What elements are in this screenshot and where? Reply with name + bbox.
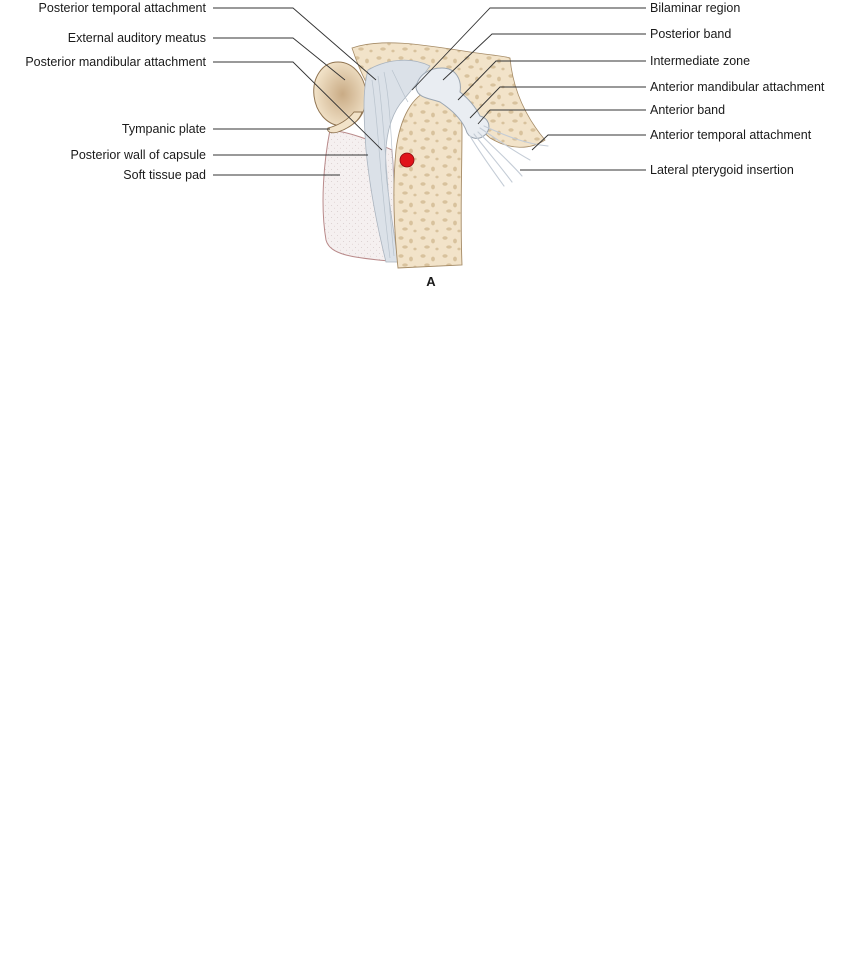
label-posterior-mandibular-attachment: Posterior mandibular attachment <box>25 55 206 69</box>
label-anterior-band: Anterior band <box>650 103 726 117</box>
label-posterior-band: Posterior band <box>650 27 732 41</box>
leader-lines-left <box>213 7 383 176</box>
label-soft-tissue-pad: Soft tissue pad <box>123 168 206 182</box>
leader-lines-right <box>411 7 646 171</box>
label-bilaminar-region: Bilaminar region <box>650 1 741 15</box>
tmj-illustration <box>213 7 646 269</box>
label-lateral-pterygoid-insertion: Lateral pterygoid insertion <box>650 163 794 177</box>
capsule-shape <box>363 59 431 263</box>
articular-disc-shape <box>415 67 490 139</box>
mandibular-condyle-shape <box>393 88 463 269</box>
label-anterior-mandibular-attachment: Anterior mandibular attachment <box>650 80 825 94</box>
label-posterior-temporal-attachment: Posterior temporal attachment <box>38 1 206 15</box>
label-intermediate-zone: Intermediate zone <box>650 54 751 68</box>
label-anterior-temporal-attachment: Anterior temporal attachment <box>650 128 812 142</box>
label-tympanic-plate: Tympanic plate <box>121 122 206 136</box>
tmj-diagram: Posterior temporal attachment External a… <box>0 0 861 300</box>
tympanic-plate-shape <box>327 111 363 134</box>
panel-letter: A <box>426 274 436 289</box>
label-external-auditory-meatus: External auditory meatus <box>67 31 206 45</box>
condyle-marker <box>399 152 415 168</box>
label-posterior-wall-of-capsule: Posterior wall of capsule <box>70 148 206 162</box>
